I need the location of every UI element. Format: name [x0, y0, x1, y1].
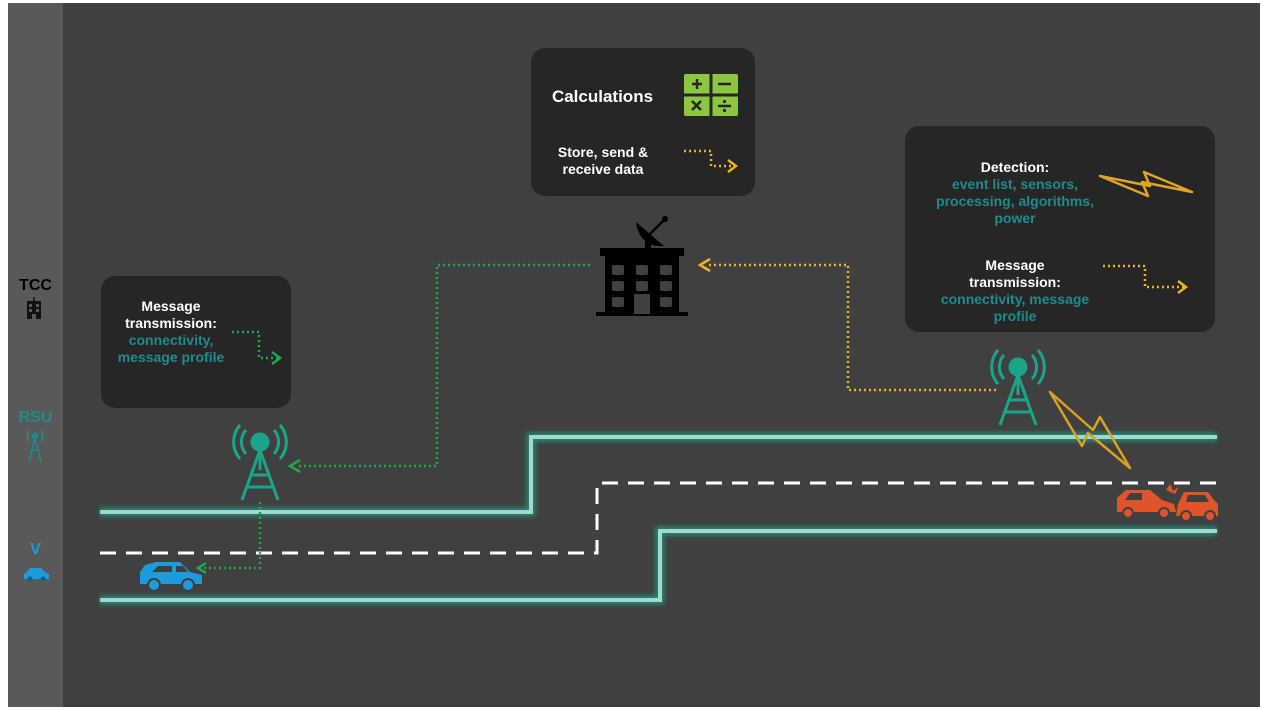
left-panel-subtitle: connectivity, message profile [117, 332, 225, 365]
tcc-label: TCC [19, 277, 52, 294]
rsu-tower-left-icon [232, 424, 288, 501]
road-upper-edge [100, 432, 1217, 517]
rsu-tower-right-icon [990, 349, 1046, 426]
right-message-title: Message transmission: [969, 257, 1061, 290]
orange-link-arrowhead-tcc [697, 257, 711, 273]
detection-subtitle: event list, sensors, processing, algorit… [936, 176, 1094, 226]
green-link-rsu-to-car [202, 502, 262, 570]
green-link-arrowhead-car [195, 561, 207, 575]
green-link-arrowhead-rsu [287, 458, 301, 474]
v-label: V [30, 541, 41, 558]
store-send-text: Store, send & receive data [557, 144, 649, 177]
tcc-building-icon [27, 297, 41, 319]
satellite-dish-icon [636, 216, 668, 248]
rsu-label: RSU [18, 409, 53, 426]
calculations-panel: Calculations Store, send & receive data [531, 48, 755, 196]
right-message-subtitle: connectivity, message profile [940, 291, 1090, 324]
right-panel-dotted-arrow-icon [1103, 264, 1189, 294]
detection-panel: Detection: event list, sensors, processi… [905, 126, 1215, 332]
v-car-icon [24, 568, 49, 582]
crashed-cars-icon [1117, 484, 1218, 522]
orange-link-rsu-to-tcc [706, 263, 996, 392]
road-lower-edge [100, 526, 1217, 605]
detection-title: Detection: [980, 159, 1050, 175]
layer-sidebar: TCC RSU V [8, 3, 63, 707]
blue-car-icon [140, 562, 202, 592]
top-panel-dotted-arrow-icon [684, 149, 739, 173]
tcc-building-icon-large [596, 248, 688, 316]
rsu-tower-icon [26, 430, 44, 463]
left-panel-title: Message transmission: [125, 298, 217, 331]
calculations-title: Calculations [551, 87, 654, 106]
left-panel-dotted-arrow-icon [232, 330, 283, 365]
panel-lightning-icon [1098, 170, 1194, 198]
road-center-dashed-line [100, 481, 1217, 555]
calculator-icon [684, 74, 738, 116]
road-lightning-icon [1048, 390, 1132, 470]
green-link-tcc-to-rsu [296, 263, 590, 468]
